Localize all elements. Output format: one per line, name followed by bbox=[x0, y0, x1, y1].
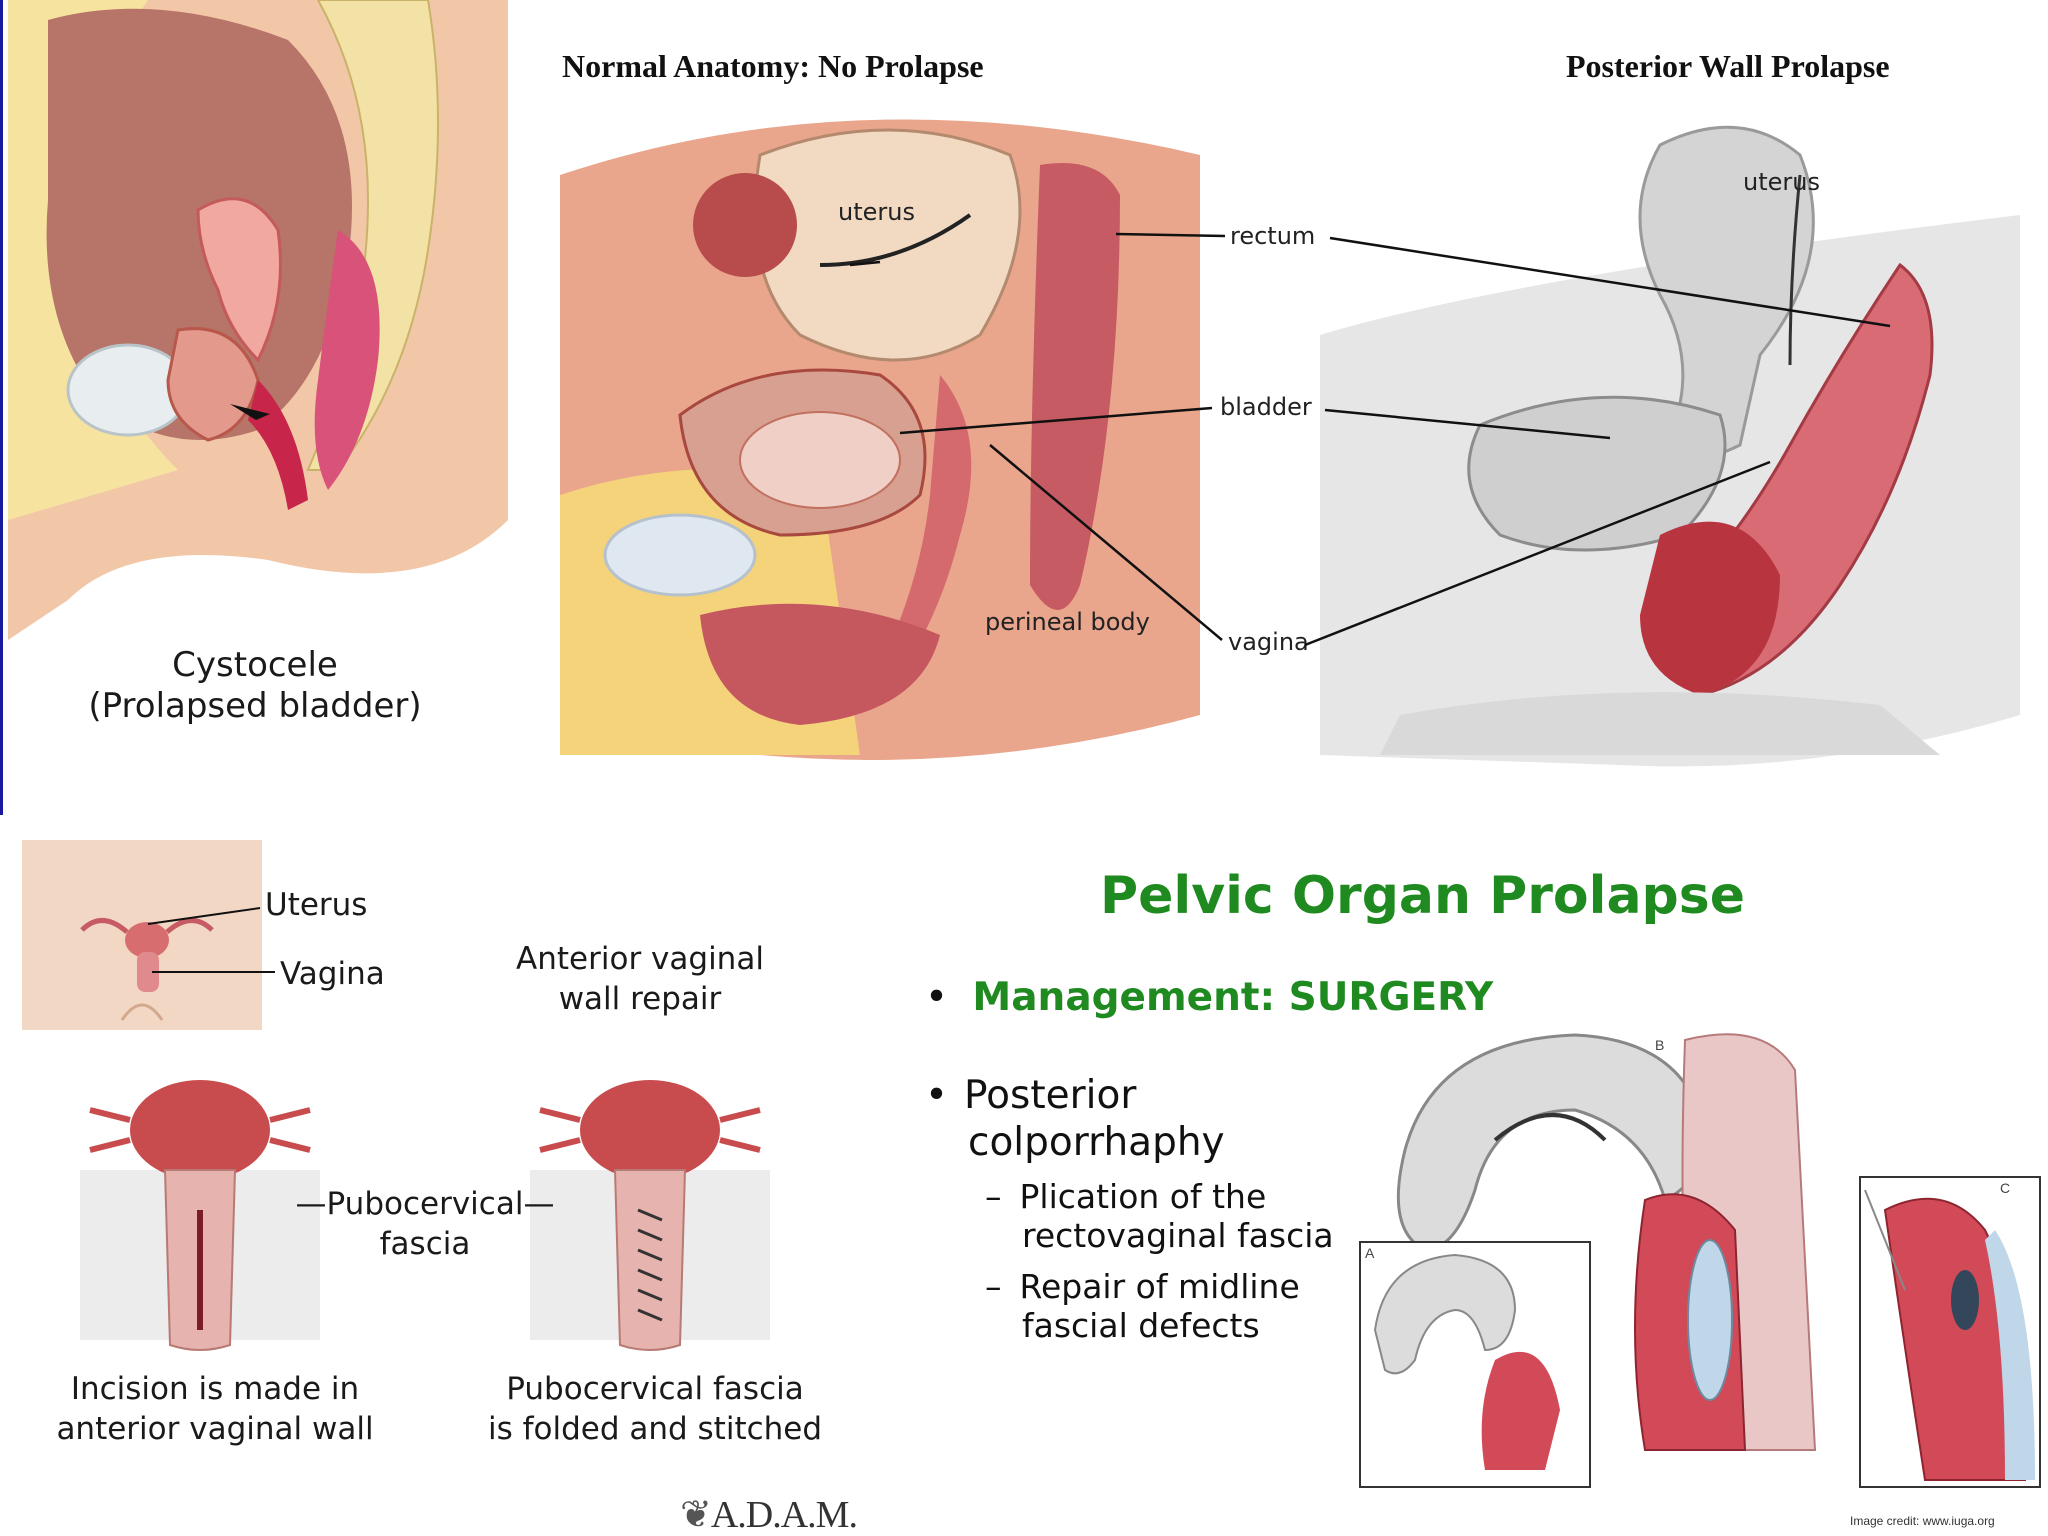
label-uterus-normal: uterus bbox=[838, 198, 915, 226]
fascia-label: —Pubocervical— fascia bbox=[295, 1185, 555, 1264]
repair-overview-illustration bbox=[22, 840, 262, 1030]
normal-anatomy-title: Normal Anatomy: No Prolapse bbox=[562, 48, 984, 84]
sub-bullet-repair-line2: fascial defects bbox=[1022, 1305, 1260, 1345]
stitched-caption: Pubocervical fascia is folded and stitch… bbox=[470, 1370, 840, 1449]
repair-leader-lines bbox=[147, 907, 275, 973]
bullet-dot: • bbox=[925, 975, 949, 1020]
bullet-posterior-text1: Posterior bbox=[964, 1073, 1137, 1118]
left-edge-bar bbox=[0, 0, 3, 815]
leader-lines bbox=[849, 232, 1891, 647]
label-vagina-repair: Vagina bbox=[280, 956, 385, 992]
sub-dash: – bbox=[985, 1267, 1002, 1306]
slide-title: Pelvic Organ Prolapse bbox=[1100, 866, 1745, 926]
figure-label-c: C bbox=[2000, 1180, 2011, 1196]
label-rectum: rectum bbox=[1230, 222, 1316, 250]
bullet-posterior: • Posterior colporrhaphy bbox=[925, 1073, 1225, 1167]
sub-bullet-plication: –Plication of the rectovaginal fascia bbox=[985, 1177, 1334, 1256]
incision-caption-line1: Incision is made in bbox=[70, 1371, 360, 1407]
sub-dash: – bbox=[985, 1177, 1002, 1216]
repair-title-line1: Anterior vaginal bbox=[516, 941, 764, 977]
sub-bullet-plication-text1: Plication of the bbox=[1019, 1177, 1267, 1216]
bullet-management-text: Management: SURGERY bbox=[972, 975, 1494, 1020]
adam-logo-text: A.D.A.M. bbox=[710, 1494, 858, 1536]
bullet-posterior-line2: colporrhaphy bbox=[968, 1119, 1225, 1165]
normal-anatomy-illustration bbox=[560, 115, 1200, 785]
adam-logo: ❦A.D.A.M. bbox=[680, 1492, 858, 1536]
sub-bullet-repair: –Repair of midline fascial defects bbox=[985, 1267, 1300, 1346]
bullet-dot: • bbox=[925, 1073, 949, 1118]
label-uterus-prolapse: uterus bbox=[1743, 168, 1820, 196]
cystocele-caption-line1: Cystocele bbox=[172, 645, 338, 685]
figure-label-a: A bbox=[1365, 1245, 1375, 1261]
bullet-management: • Management: SURGERY bbox=[925, 975, 1493, 1020]
surgery-figure bbox=[1345, 1030, 2045, 1505]
adam-leaf-icon: ❦ bbox=[680, 1494, 712, 1536]
incision-illustration bbox=[80, 1070, 320, 1360]
label-uterus-repair: Uterus bbox=[265, 887, 368, 923]
repair-title-line2: wall repair bbox=[558, 980, 722, 1017]
sub-bullet-repair-text1: Repair of midline bbox=[1019, 1267, 1300, 1306]
stitched-caption-line1: Pubocervical fascia bbox=[506, 1371, 804, 1407]
stitched-illustration bbox=[530, 1070, 770, 1360]
posterior-prolapse-title: Posterior Wall Prolapse bbox=[1566, 48, 1890, 84]
label-bladder: bladder bbox=[1220, 393, 1312, 421]
label-vagina: vagina bbox=[1228, 628, 1309, 656]
incision-caption-line2: anterior vaginal wall bbox=[56, 1410, 374, 1447]
fascia-label-line2: fascia bbox=[379, 1225, 471, 1262]
sub-bullet-repair-line1: –Repair of midline bbox=[985, 1267, 1300, 1307]
cystocele-caption: Cystocele (Prolapsed bladder) bbox=[50, 645, 460, 728]
stitched-caption-line2: is folded and stitched bbox=[487, 1410, 823, 1447]
image-credit: Image credit: www.iuga.org bbox=[1850, 1514, 1995, 1528]
incision-caption: Incision is made in anterior vaginal wal… bbox=[30, 1370, 400, 1449]
posterior-prolapse-illustration bbox=[1320, 115, 2020, 785]
bullet-posterior-line1: • Posterior bbox=[925, 1073, 1225, 1120]
figure-label-b: B bbox=[1655, 1037, 1665, 1053]
sub-bullet-plication-line2: rectovaginal fascia bbox=[1022, 1215, 1334, 1255]
repair-title: Anterior vaginal wall repair bbox=[470, 940, 810, 1019]
label-perineal-body: perineal body bbox=[985, 608, 1150, 636]
cystocele-caption-line2: (Prolapsed bladder) bbox=[88, 686, 422, 727]
fascia-label-text: Pubocervical bbox=[326, 1186, 524, 1222]
fascia-label-line1: —Pubocervical— bbox=[295, 1186, 555, 1222]
cystocele-illustration bbox=[8, 0, 508, 640]
sub-bullet-plication-line1: –Plication of the bbox=[985, 1177, 1334, 1217]
